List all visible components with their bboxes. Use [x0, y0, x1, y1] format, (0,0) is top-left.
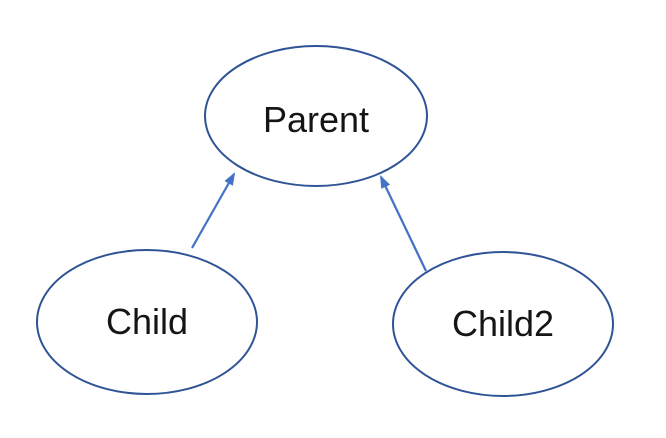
node-child2-ellipse[interactable] [392, 251, 614, 397]
node-parent-label: Parent [263, 99, 369, 140]
node-child2-label: Child2 [452, 303, 554, 344]
node-child-label: Child [106, 301, 188, 342]
node-child[interactable]: Child [36, 249, 258, 395]
node-child2[interactable]: Child2 [392, 251, 614, 397]
edge-child-to-parent[interactable] [191, 172, 236, 249]
edge-child2-to-parent[interactable] [379, 175, 428, 272]
node-parent-ellipse[interactable] [204, 45, 428, 187]
node-parent[interactable]: Parent [204, 45, 428, 187]
node-child-ellipse[interactable] [36, 249, 258, 395]
